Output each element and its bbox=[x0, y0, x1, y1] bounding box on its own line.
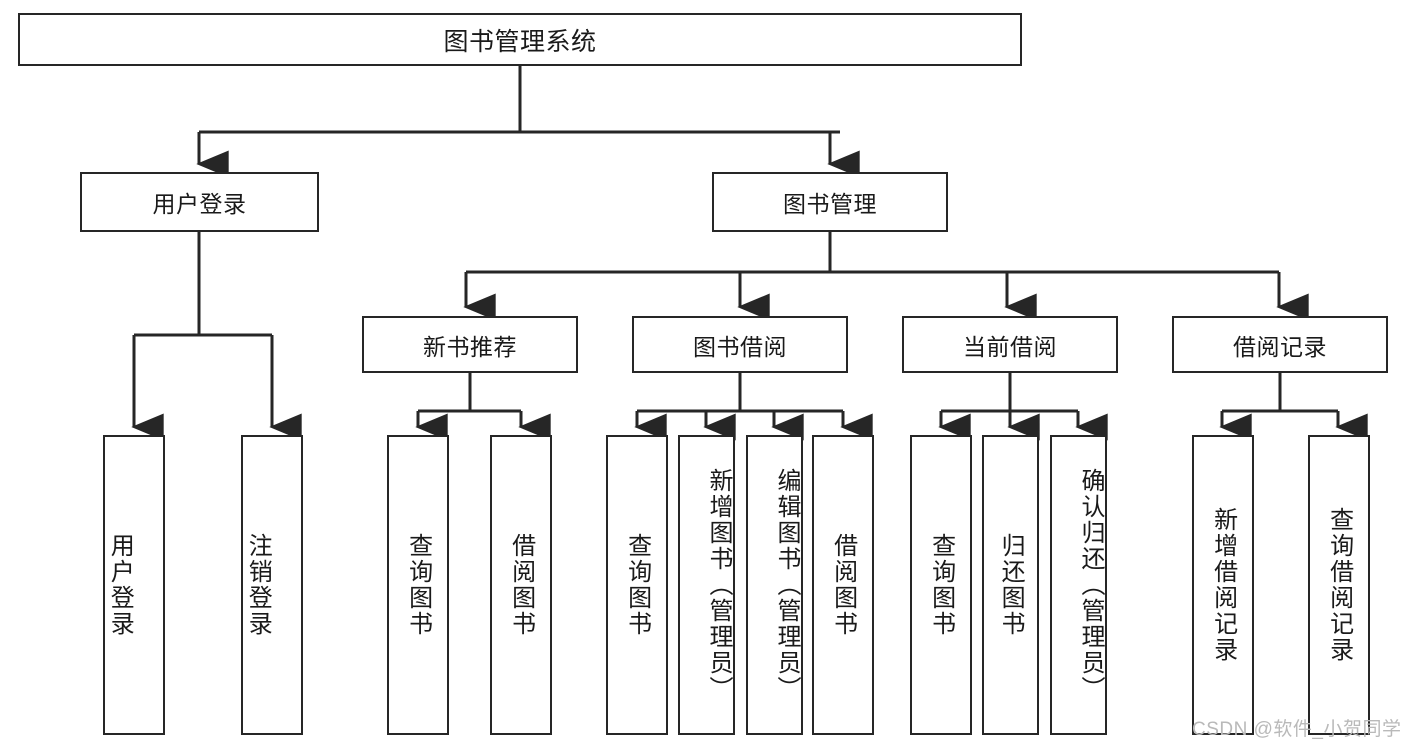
node-label: 查询图书 bbox=[623, 533, 651, 637]
node-user-login[interactable]: 用户登录 bbox=[80, 172, 319, 232]
node-label: 图书借阅 bbox=[693, 333, 787, 360]
leaf-add-book-admin[interactable]: 新增图书（管理员） bbox=[678, 435, 735, 735]
node-label: 借阅图书 bbox=[507, 533, 535, 637]
node-label: 查询图书 bbox=[404, 533, 432, 637]
leaf-query-book-recommendation[interactable]: 查询图书 bbox=[387, 435, 449, 735]
node-label: 新增图书（管理员） bbox=[705, 468, 732, 702]
node-label: 确认归还（管理员） bbox=[1077, 468, 1104, 702]
node-label: 用户登录 bbox=[152, 191, 247, 217]
node-new-book-recommendation[interactable]: 新书推荐 bbox=[362, 316, 578, 373]
leaf-return-book[interactable]: 归还图书 bbox=[982, 435, 1039, 735]
node-label: 注销登录 bbox=[244, 533, 272, 637]
leaf-confirm-return-admin[interactable]: 确认归还（管理员） bbox=[1050, 435, 1107, 735]
node-label: 查询借阅记录 bbox=[1325, 507, 1353, 663]
node-label: 当前借阅 bbox=[963, 333, 1057, 360]
node-label: 用户登录 bbox=[106, 533, 134, 637]
leaf-borrow-book-recommendation[interactable]: 借阅图书 bbox=[490, 435, 552, 735]
node-label: 图书管理 bbox=[783, 191, 877, 217]
node-label: 图书管理系统 bbox=[443, 27, 597, 56]
node-label: 编辑图书（管理员） bbox=[773, 468, 800, 702]
node-label: 查询图书 bbox=[927, 533, 955, 637]
node-label: 新增借阅记录 bbox=[1209, 507, 1237, 663]
leaf-query-borrow-record[interactable]: 查询借阅记录 bbox=[1308, 435, 1370, 735]
leaf-borrow-book-borrowing[interactable]: 借阅图书 bbox=[812, 435, 874, 735]
leaf-logout[interactable]: 注销登录 bbox=[241, 435, 303, 735]
leaf-query-book-current[interactable]: 查询图书 bbox=[910, 435, 972, 735]
leaf-user-login[interactable]: 用户登录 bbox=[103, 435, 165, 735]
node-label: 新书推荐 bbox=[423, 333, 517, 360]
node-label: 借阅记录 bbox=[1233, 333, 1327, 360]
node-label: 借阅图书 bbox=[829, 533, 857, 637]
node-current-borrowing[interactable]: 当前借阅 bbox=[902, 316, 1118, 373]
leaf-query-book-borrowing[interactable]: 查询图书 bbox=[606, 435, 668, 735]
node-label: 归还图书 bbox=[997, 533, 1025, 637]
leaf-add-borrow-record[interactable]: 新增借阅记录 bbox=[1192, 435, 1254, 735]
node-root-book-management-system[interactable]: 图书管理系统 bbox=[18, 13, 1022, 66]
leaf-edit-book-admin[interactable]: 编辑图书（管理员） bbox=[746, 435, 803, 735]
node-borrowing-records[interactable]: 借阅记录 bbox=[1172, 316, 1388, 373]
node-book-management[interactable]: 图书管理 bbox=[712, 172, 948, 232]
csdn-watermark: CSDN @软件_小贺同学 bbox=[1192, 719, 1402, 740]
node-book-borrowing[interactable]: 图书借阅 bbox=[632, 316, 848, 373]
